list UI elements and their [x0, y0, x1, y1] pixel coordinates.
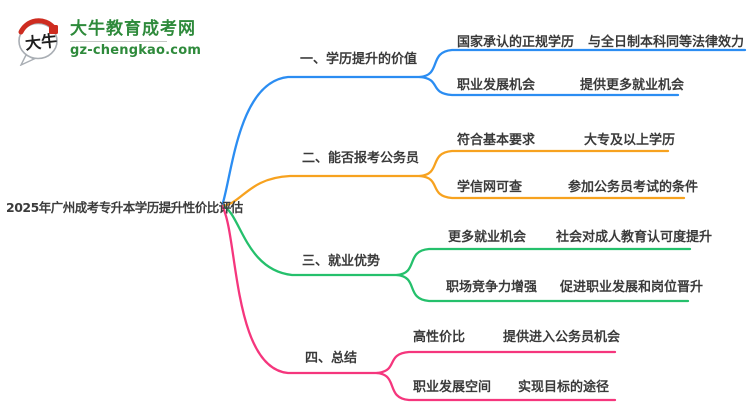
- branch-1-row-1-right: 与全日制本科同等法律效力: [588, 35, 745, 50]
- branch-4-row-2-line: [375, 371, 617, 402]
- branch-3-label: 三、就业优势: [302, 254, 381, 269]
- logo-red-arc: [18, 18, 56, 35]
- branch-2-trunk-line: [220, 174, 422, 208]
- branch-2-label: 二、能否报考公务员: [302, 151, 420, 166]
- branch-4-row-1-line: [375, 350, 617, 375]
- branch-2-row-2-line: [418, 174, 686, 200]
- logo-title: 大牛教育成考网: [70, 19, 196, 39]
- logo-bubble-graphic: 大牛: [18, 18, 58, 67]
- branch-3-row-1-line: [395, 247, 692, 277]
- branch-1-row-2-right: 提供更多就业机会: [580, 78, 685, 93]
- branch-2-row-2-left: 学信网可查: [457, 180, 523, 195]
- branch-2-row-1-line: [418, 149, 670, 178]
- logo-bubble-icon: 大牛: [14, 14, 64, 67]
- logo-divider: [70, 40, 167, 42]
- branch-1-trunk-line: [220, 75, 422, 208]
- central-topic: 2025年广州成考专升本学历提升性价比评估: [6, 200, 243, 215]
- logo-seal: [49, 25, 58, 34]
- branch-1-row-2-line: [418, 75, 680, 97]
- branch-4-row-2-right: 实现目标的途径: [518, 380, 610, 395]
- branch-3-row-2-right: 促进职业发展和岗位晋升: [560, 280, 704, 295]
- branch-2-row-2-right: 参加公务员考试的条件: [568, 180, 699, 195]
- logo-text-block: 大牛教育成考网 gz-chengkao.com: [70, 14, 201, 58]
- branch-3-row-2-line: [395, 273, 690, 303]
- branch-4-label: 四、总结: [305, 351, 358, 366]
- logo-icon-characters: 大牛: [24, 31, 58, 53]
- branch-3-trunk-line: [220, 204, 399, 277]
- branch-1-row-1-line: [418, 48, 747, 79]
- branch-4-trunk-line: [220, 204, 379, 375]
- branch-4-row-2-left: 职业发展空间: [413, 380, 492, 395]
- branch-4-row-1-right: 提供进入公务员机会: [503, 330, 621, 345]
- branch-1-row-2-left: 职业发展机会: [457, 78, 536, 93]
- branch-2-row-1-left: 符合基本要求: [457, 133, 536, 148]
- bubble-tail: [19, 54, 36, 67]
- branch-4-row-1-left: 高性价比: [413, 330, 466, 345]
- branch-3-row-1-right: 社会对成人教育认可度提升: [556, 230, 713, 245]
- logo-domain: gz-chengkao.com: [70, 42, 202, 58]
- branch-1-row-1-left: 国家承认的正规学历: [457, 35, 575, 50]
- site-logo[interactable]: 大牛 大牛教育成考网 gz-chengkao.com: [14, 14, 201, 67]
- branch-2-row-1-right: 大专及以上学历: [584, 133, 676, 148]
- branch-3-row-1-left: 更多就业机会: [448, 230, 527, 245]
- branch-1-label: 一、学历提升的价值: [300, 52, 418, 67]
- branch-3-row-2-left: 职场竞争力增强: [446, 280, 538, 295]
